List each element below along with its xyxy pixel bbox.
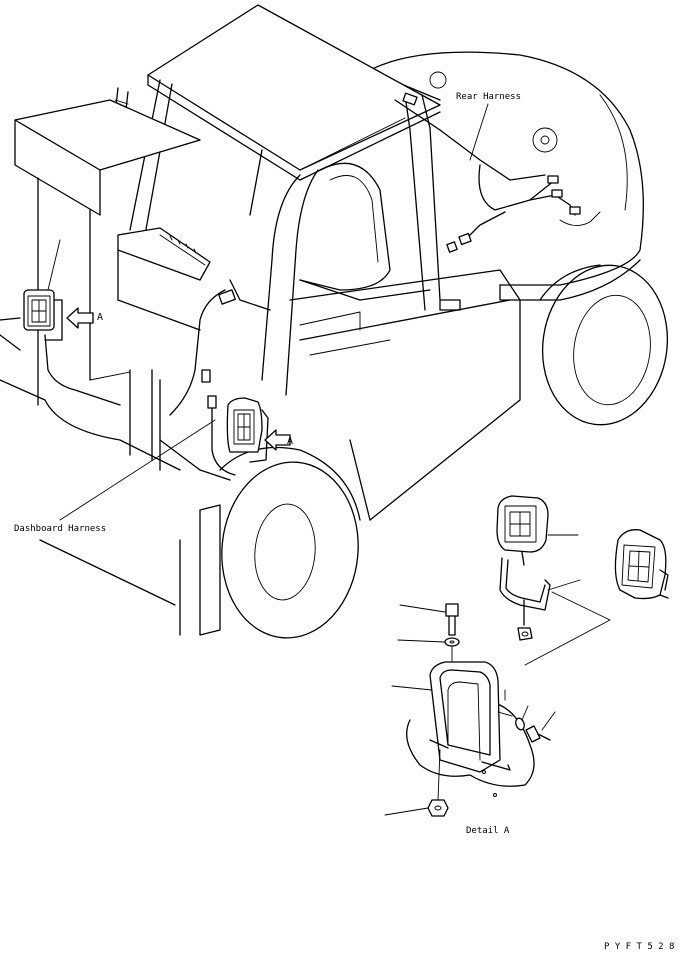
chassis-body: [289, 269, 521, 521]
detail-lamp-bracket: [499, 557, 611, 666]
label-drawing-code: P Y F T 5 2 8: [604, 942, 675, 952]
overhead-guard: [129, 4, 441, 396]
leader-lines: [47, 103, 489, 521]
label-arrow-a-left: A: [97, 312, 104, 323]
detail-lamp-side: [614, 529, 669, 600]
detail-lamp-front: [496, 495, 579, 566]
mast: [39, 369, 221, 636]
rear-wheel: [539, 264, 669, 426]
detail-mount-stand: [391, 661, 535, 801]
label-rear-harness: Rear Harness: [456, 92, 522, 102]
work-lamp-center: [226, 397, 269, 463]
label-dashboard-harness: Dashboard Harness: [14, 524, 107, 534]
arrow-a-center: [264, 429, 291, 451]
detail-bottom-nut: [384, 799, 449, 817]
work-lamp-left: [0, 289, 63, 341]
detail-bolt: [397, 603, 460, 663]
label-arrow-a-center: A: [287, 436, 294, 447]
detail-side-bolt: [497, 705, 556, 743]
label-detail-a: Detail A: [466, 826, 510, 836]
front-cowl: [0, 99, 201, 471]
operator-seat: [299, 162, 431, 301]
dashboard-harness: [44, 279, 271, 481]
instrument-panel: [117, 227, 211, 331]
front-wheel: [219, 446, 361, 639]
rear-harness: [394, 92, 601, 253]
arrow-a-left: [66, 307, 94, 329]
